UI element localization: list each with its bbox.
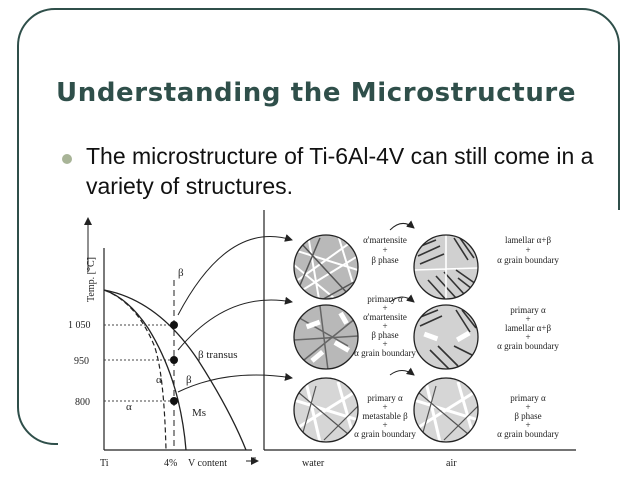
x-label-water: water	[302, 458, 325, 469]
caption-r2c2: primary α + lamellar α+β + α grain bound…	[497, 305, 559, 351]
point-800	[170, 397, 178, 405]
x-label-4pct: 4%	[164, 458, 177, 469]
phase-diagram-figure: Temp. [°C] 1 050 950 800 β β transus α β…	[58, 210, 638, 479]
arrow-to-row1	[177, 234, 293, 316]
label-alpha: α	[126, 401, 132, 413]
arrow-to-row2	[177, 296, 293, 351]
svg-text:α grain boundary: α grain boundary	[354, 429, 416, 439]
tick-950: 950	[74, 356, 89, 367]
micrograph-primary-lamellar	[414, 305, 478, 369]
svg-text:α grain boundary: α grain boundary	[354, 348, 416, 358]
slide-title: Understanding the Microstructure	[56, 78, 577, 108]
caption-r1c2: lamellar α+β + α grain boundary	[497, 235, 559, 265]
svg-text:β phase: β phase	[371, 255, 398, 265]
svg-text:+: +	[382, 303, 387, 313]
label-ms: Ms	[192, 407, 206, 419]
bullet-marker	[62, 154, 72, 164]
tick-1050: 1 050	[68, 320, 91, 331]
svg-text:+: +	[382, 420, 387, 430]
svg-text:β phase: β phase	[514, 411, 541, 421]
svg-text:+: +	[382, 245, 387, 255]
label-beta-transus: β transus	[198, 349, 238, 361]
svg-text:α grain boundary: α grain boundary	[497, 429, 559, 439]
bullet-text: The microstructure of Ti-6Al-4V can stil…	[86, 143, 594, 199]
caption-r3c1: primary α + metastable β + α grain bound…	[354, 393, 416, 439]
svg-text:+: +	[382, 339, 387, 349]
svg-text:primary α: primary α	[367, 393, 403, 403]
svg-text:+: +	[525, 420, 530, 430]
y-axis-label: Temp. [°C]	[86, 257, 97, 302]
svg-text:primary α: primary α	[367, 294, 403, 304]
label-beta-2: β	[186, 374, 192, 386]
caption-r2c1: primary α + α'martensite + β phase + α g…	[354, 294, 416, 358]
micrograph-martensite	[294, 235, 358, 299]
svg-text:+: +	[525, 245, 530, 255]
svg-text:α grain boundary: α grain boundary	[497, 255, 559, 265]
svg-text:+: +	[525, 314, 530, 324]
caption-r3c2: primary α + β phase + α grain boundary	[497, 393, 559, 439]
svg-text:+: +	[382, 402, 387, 412]
label-alpha-beta: α	[156, 374, 162, 386]
ms-dashed-curve	[103, 289, 167, 451]
point-1050	[170, 321, 178, 329]
micrograph-primary-beta	[414, 378, 478, 442]
svg-text:α'martensite: α'martensite	[363, 312, 407, 322]
svg-text:β phase: β phase	[371, 330, 398, 340]
micrograph-metastable	[294, 378, 358, 442]
svg-text:primary α: primary α	[510, 393, 546, 403]
svg-text:+: +	[525, 332, 530, 342]
svg-text:α grain boundary: α grain boundary	[497, 341, 559, 351]
svg-text:α'martensite: α'martensite	[363, 235, 407, 245]
svg-text:+: +	[525, 402, 530, 412]
svg-text:metastable β: metastable β	[362, 411, 408, 421]
tick-800: 800	[75, 397, 90, 408]
x-label-ti: Ti	[100, 458, 109, 469]
micrograph-primary-martensite	[294, 305, 358, 369]
phase-diagram-svg: Temp. [°C] 1 050 950 800 β β transus α β…	[68, 210, 576, 469]
svg-text:lamellar α+β: lamellar α+β	[505, 323, 552, 333]
svg-text:lamellar α+β: lamellar α+β	[505, 235, 552, 245]
beta-transus-curve	[103, 289, 247, 451]
micrograph-lamellar	[414, 235, 478, 299]
label-beta: β	[178, 267, 184, 279]
caption-r1c1: α'martensite + β phase	[363, 235, 407, 265]
point-950	[170, 356, 178, 364]
svg-text:primary α: primary α	[510, 305, 546, 315]
x-label-v-content: V content	[188, 458, 227, 469]
arrow-to-row3	[177, 372, 293, 393]
svg-text:+: +	[382, 321, 387, 331]
x-label-air: air	[446, 458, 457, 469]
